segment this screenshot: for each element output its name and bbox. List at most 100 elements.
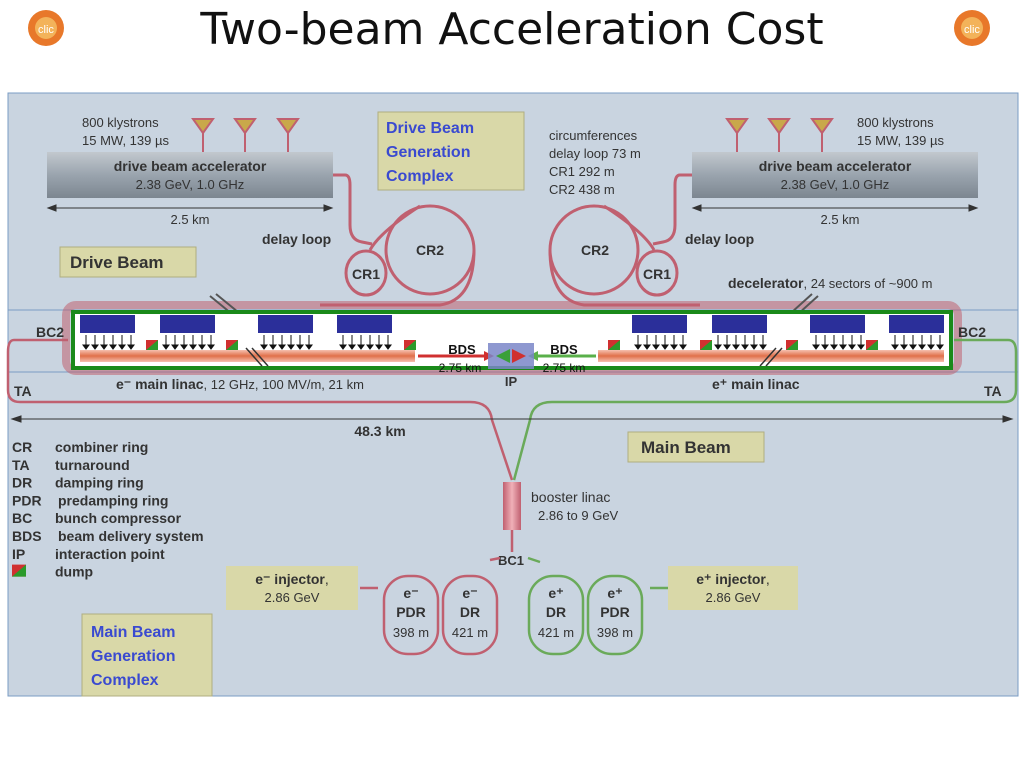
drive-beam-accelerator-right	[692, 152, 978, 198]
legend-text: turnaround	[55, 457, 130, 473]
ring-size: 398 m	[597, 625, 633, 640]
main-beam-label: Main Beam	[641, 438, 731, 457]
klystrons-left-line2: 15 MW, 139 µs	[82, 133, 169, 148]
cr2-left-label: CR2	[416, 242, 444, 258]
drive-beam-tunnel-line	[62, 301, 962, 375]
e-plus-injector-label: e⁺ injector,	[696, 571, 770, 587]
legend-abbr: DR	[12, 475, 32, 491]
decelerator-label: decelerator, 24 sectors of ~900 m	[728, 275, 932, 291]
mbg-line1: Main Beam	[91, 624, 175, 641]
cr1-left-label: CR1	[352, 266, 380, 282]
power-transfer-arrows	[82, 335, 944, 350]
ta-right-label: TA	[984, 383, 1002, 399]
pets-blocks-left	[80, 315, 392, 333]
legend-abbr: CR	[12, 439, 32, 455]
e-minus-injector-label: e⁻ injector,	[255, 571, 329, 587]
legend-abbr: PDR	[12, 492, 42, 508]
e-minus-linac-label: e⁻ main linac, 12 GHz, 100 MV/m, 21 km	[116, 376, 364, 392]
legend-text: dump	[55, 564, 93, 580]
ring-size: 398 m	[393, 625, 429, 640]
drive-beam-generation-box	[377, 111, 525, 191]
bc2-right-label: BC2	[958, 324, 986, 340]
legend-abbr: IP	[12, 546, 25, 562]
cr1-right-label: CR1	[643, 266, 671, 282]
main-beam-generation-box	[81, 613, 213, 697]
accelerator-right-title: drive beam accelerator	[759, 158, 912, 174]
legend-text: predamping ring	[58, 492, 168, 508]
ring-particle: e⁺	[607, 585, 622, 601]
slide-title: Two-beam Acceleration Cost	[200, 4, 824, 55]
svg-text:clic: clic	[964, 24, 980, 36]
cr2-right-label: CR2	[581, 242, 609, 258]
ip-label: IP	[505, 374, 518, 389]
ring-type: PDR	[600, 604, 630, 620]
accelerator-left-title: drive beam accelerator	[114, 158, 267, 174]
ring-type: DR	[546, 604, 566, 620]
legend-abbr: BC	[12, 510, 32, 526]
e-minus-main-linac-beam	[80, 350, 415, 362]
circumferences-delay: delay loop 73 m	[549, 146, 641, 161]
legend-abbr: TA	[12, 457, 30, 473]
accelerator-left-spec: 2.38 GeV, 1.0 GHz	[136, 177, 245, 192]
e-plus-injector-energy: 2.86 GeV	[706, 590, 761, 605]
klystron-icons-right	[725, 118, 834, 152]
drive-beam-label-box	[59, 246, 197, 278]
e-plus-main-linac-beam	[598, 350, 944, 362]
total-length-arrow	[10, 415, 1014, 423]
circumferences-cr2: CR2 438 m	[549, 182, 615, 197]
bds-right-label: BDS	[550, 342, 578, 357]
e-plus-injector-box	[668, 566, 798, 610]
length-left-label: 2.5 km	[170, 212, 209, 227]
dbg-line2: Generation	[386, 144, 470, 161]
legend-text: interaction point	[55, 546, 165, 562]
booster-label: booster linac	[531, 489, 610, 505]
ring-type: DR	[460, 604, 480, 620]
bds-left-label: BDS	[448, 342, 476, 357]
dbg-line3: Complex	[386, 168, 454, 185]
circumferences-title: circumferences	[549, 128, 638, 143]
booster-linac	[503, 482, 521, 530]
ring-particle: e⁻	[462, 585, 477, 601]
dbg-line1: Drive Beam	[386, 120, 474, 137]
bc2-left-label: BC2	[36, 324, 64, 340]
ring-particle: e⁺	[548, 585, 563, 601]
dump-icons	[146, 340, 878, 350]
legend-text: bunch compressor	[55, 510, 182, 526]
circumferences-cr1: CR1 292 m	[549, 164, 615, 179]
drive-beam-accelerator-left	[47, 152, 333, 198]
legend-text: damping ring	[55, 475, 144, 491]
mbg-line2: Generation	[91, 648, 175, 665]
bds-right-length: 2.75 km	[543, 361, 586, 375]
length-arrow-left	[46, 204, 334, 212]
ip-box	[488, 343, 534, 369]
klystrons-left-line1: 800 klystrons	[82, 115, 159, 130]
legend-abbr: BDS	[12, 528, 42, 544]
bds-left-length: 2.75 km	[439, 361, 482, 375]
mbg-line3: Complex	[91, 672, 159, 689]
ring-3: e⁺ PDR 398 m	[586, 574, 644, 656]
e-plus-linac-label: e⁺ main linac	[712, 376, 800, 392]
drive-beam-label: Drive Beam	[70, 253, 164, 272]
delay-loop-right-label: delay loop	[685, 231, 754, 247]
legend-text: combiner ring	[55, 439, 148, 455]
length-right-label: 2.5 km	[820, 212, 859, 227]
ring-size: 421 m	[538, 625, 574, 640]
ring-type: PDR	[396, 604, 426, 620]
pets-blocks-right	[632, 315, 944, 333]
accelerator-right-spec: 2.38 GeV, 1.0 GHz	[781, 177, 890, 192]
delay-loop-left-label: delay loop	[262, 231, 331, 247]
length-arrow-right	[691, 204, 979, 212]
main-beam-label-box	[627, 431, 765, 463]
legend-text: beam delivery system	[58, 528, 204, 544]
booster-energy: 2.86 to 9 GeV	[538, 508, 619, 523]
ring-2: e⁺ DR 421 m	[527, 574, 585, 656]
main-beam-lines	[6, 338, 1018, 481]
e-minus-injector-energy: 2.86 GeV	[265, 590, 320, 605]
klystrons-right-line2: 15 MW, 139 µs	[857, 133, 944, 148]
e-minus-injector-box	[226, 566, 358, 610]
